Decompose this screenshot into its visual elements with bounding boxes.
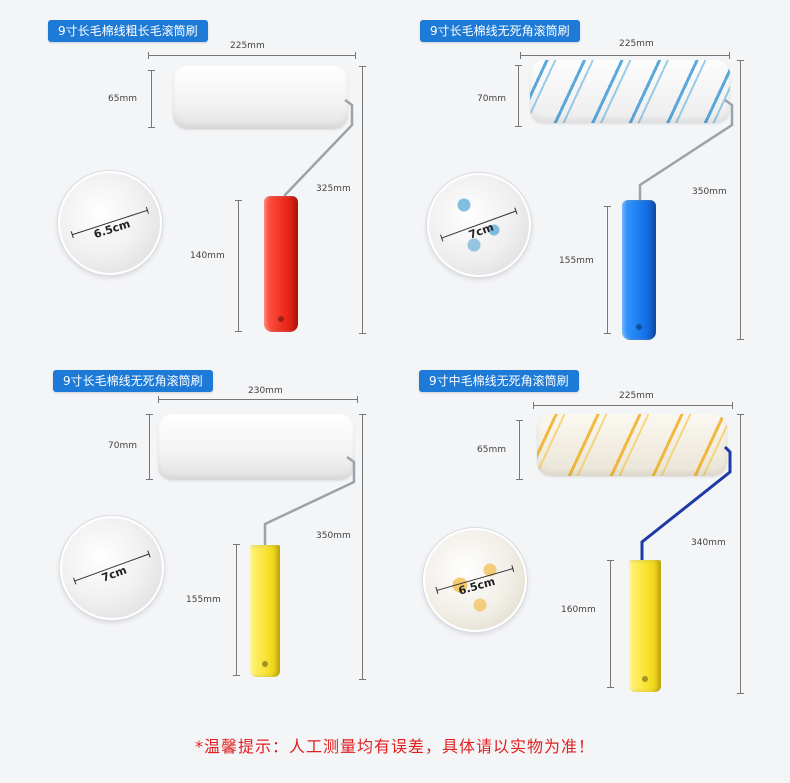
width-dimension-label: 230mm	[248, 386, 283, 396]
handle-length-label: 155mm	[559, 256, 594, 266]
handle-length-line	[604, 206, 611, 334]
handle	[250, 545, 280, 677]
total-height-label: 350mm	[692, 187, 727, 197]
total-height-label: 340mm	[691, 538, 726, 548]
total-height-label: 325mm	[316, 184, 351, 194]
total-height-line	[737, 414, 744, 694]
roller-cover	[537, 414, 727, 476]
product-title-badge: 9寸长毛棉线粗长毛滚筒刷	[48, 20, 208, 42]
roller-frame-wire	[638, 98, 734, 207]
roller-height-label: 70mm	[108, 441, 137, 451]
handle-length-line	[235, 200, 242, 332]
product-panel-2: 9寸长毛棉线无死角滚筒刷 225mm 70mm 350mm 155mm 7cm	[395, 0, 790, 350]
handle-hang-hole	[642, 676, 648, 682]
handle-hang-hole	[636, 324, 642, 330]
roller-frame-wire	[640, 445, 732, 562]
roller-height-label: 65mm	[108, 94, 137, 104]
width-dimension-line	[148, 52, 356, 59]
roller-cover	[158, 414, 354, 480]
measurement-disclaimer: *温馨提示：人工测量均有误差，具体请以实物为准！	[194, 737, 595, 756]
cross-section-circle: 6.5cm	[58, 171, 162, 275]
product-panel-3: 9寸长毛棉线无死角滚筒刷 230mm 70mm 350mm 155mm 7cm	[0, 352, 395, 702]
product-title-badge: 9寸长毛棉线无死角滚筒刷	[420, 20, 580, 42]
cross-section-circle: 6.5cm	[423, 528, 527, 632]
handle-length-label: 140mm	[190, 251, 225, 261]
cross-section-circle: 7cm	[60, 516, 164, 620]
handle-length-label: 160mm	[561, 605, 596, 615]
handle	[622, 200, 656, 340]
diameter-label: 6.5cm	[92, 217, 132, 242]
roller-height-line	[516, 420, 523, 480]
width-dimension-line	[158, 396, 358, 403]
width-dimension-label: 225mm	[619, 391, 654, 401]
cross-section-circle: 7cm	[427, 173, 531, 277]
total-height-line	[359, 66, 366, 334]
roller-height-line	[146, 414, 153, 480]
roller-cover	[173, 66, 348, 129]
handle-length-label: 155mm	[186, 595, 221, 605]
total-height-line	[359, 414, 366, 680]
product-panel-4: 9寸中毛棉线无死角滚筒刷 225mm 65mm 340mm 160mm 6.5c…	[395, 352, 790, 702]
width-dimension-label: 225mm	[230, 41, 265, 51]
product-title-badge: 9寸长毛棉线无死角滚筒刷	[53, 370, 213, 392]
handle-length-line	[607, 560, 614, 688]
roller-height-line	[148, 70, 155, 128]
handle	[629, 560, 661, 692]
handle-hang-hole	[278, 316, 284, 322]
handle-length-line	[233, 544, 240, 676]
total-height-label: 350mm	[316, 531, 351, 541]
width-dimension-line	[533, 402, 733, 409]
roller-cover	[530, 60, 730, 123]
diameter-label: 7cm	[466, 220, 496, 242]
roller-height-line	[515, 65, 522, 127]
product-panel-1: 9寸长毛棉线粗长毛滚筒刷 225mm 65mm 325mm 140mm 6.5c…	[0, 0, 395, 350]
diameter-label: 6.5cm	[456, 574, 497, 598]
width-dimension-label: 225mm	[619, 39, 654, 49]
roller-height-label: 65mm	[477, 445, 506, 455]
total-height-line	[737, 60, 744, 340]
width-dimension-line	[520, 52, 730, 59]
product-title-badge: 9寸中毛棉线无死角滚筒刷	[419, 370, 579, 392]
diameter-label: 7cm	[99, 563, 129, 585]
roller-height-label: 70mm	[477, 94, 506, 104]
handle-hang-hole	[262, 661, 268, 667]
roller-frame-wire	[263, 455, 356, 548]
handle	[264, 196, 298, 332]
